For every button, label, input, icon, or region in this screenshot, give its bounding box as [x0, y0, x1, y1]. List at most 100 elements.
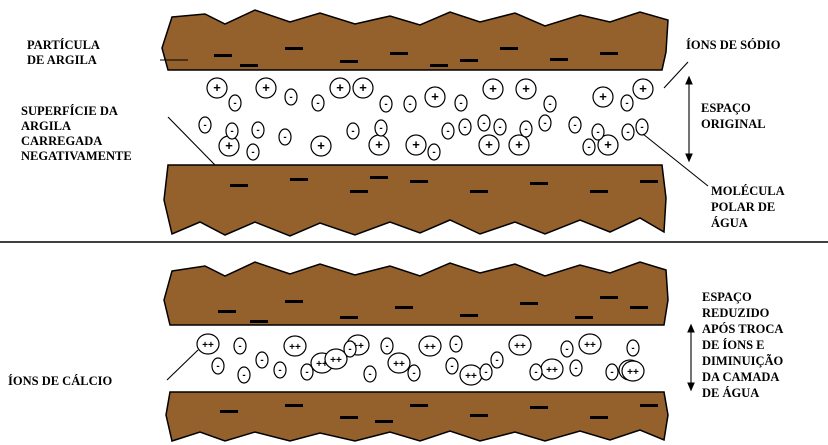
calcium-ion: ++ — [325, 349, 347, 369]
label-polar-water-molecule: MOLÉCULA POLAR DE ÁGUA — [711, 184, 787, 230]
surface-charge-mark — [220, 410, 238, 413]
water-molecule: - — [380, 96, 392, 112]
svg-text:-: - — [625, 98, 628, 109]
water-molecule: - — [450, 336, 462, 352]
water-molecule: - — [347, 123, 359, 139]
svg-text:+: + — [359, 80, 367, 95]
water-molecule: - — [408, 365, 420, 381]
surface-charge-mark — [350, 190, 368, 193]
calcium-ion: ++ — [509, 335, 531, 355]
svg-text:++: ++ — [393, 359, 405, 370]
water-molecule: - — [404, 96, 416, 112]
water-molecule: - — [446, 358, 458, 374]
svg-text:-: - — [574, 363, 577, 374]
calcium-ion: ++ — [284, 336, 306, 356]
svg-text:+: + — [336, 80, 344, 95]
label-reduced-space: ESPAÇO REDUZIDO APÓS TROCA DE ÍONS E DIM… — [702, 290, 786, 400]
svg-text:+: + — [599, 89, 607, 104]
sodium-ion: + — [207, 78, 227, 98]
clay-plate-bottom-upper — [164, 262, 668, 325]
svg-text:-: - — [368, 369, 371, 380]
surface-charge-mark — [390, 52, 408, 55]
surface-charge-mark — [375, 420, 393, 423]
water-molecule: - — [478, 115, 490, 131]
surface-charge-mark — [630, 306, 648, 309]
surface-charge-mark — [460, 59, 478, 62]
water-molecule: - — [583, 139, 595, 155]
water-molecule: - — [274, 362, 286, 378]
water-molecule: - — [491, 352, 503, 368]
svg-text:-: - — [631, 343, 634, 354]
svg-text:-: - — [316, 98, 319, 109]
surface-charge-mark — [290, 178, 308, 181]
svg-text:-: - — [432, 147, 435, 158]
svg-text:-: - — [495, 355, 498, 366]
water-molecule: - — [520, 121, 532, 137]
water-molecule: - — [279, 129, 291, 145]
surface-charge-mark — [470, 190, 488, 193]
svg-text:-: - — [305, 367, 308, 378]
label-original-space: ESPAÇO ORIGINAL — [701, 101, 766, 131]
surface-charge-mark — [500, 47, 518, 50]
water-molecule: - — [530, 364, 542, 380]
sodium-ion: + — [479, 135, 499, 155]
surface-charge-mark — [395, 306, 413, 309]
water-molecule: - — [627, 340, 639, 356]
calcium-ion: ++ — [622, 361, 644, 381]
svg-text:++: ++ — [546, 365, 558, 376]
surface-charge-mark — [470, 414, 488, 417]
surface-charge-mark — [370, 176, 388, 179]
svg-text:+: + — [213, 80, 221, 95]
surface-charge-mark — [640, 180, 658, 183]
calcium-ion: ++ — [460, 365, 482, 385]
surface-charge-mark — [600, 296, 618, 299]
sodium-ion: + — [406, 135, 426, 155]
surface-charge-mark — [240, 64, 258, 67]
calcium-ion: ++ — [579, 334, 601, 354]
svg-text:+: + — [604, 137, 612, 152]
surface-charge-mark — [430, 64, 448, 67]
svg-text:-: - — [498, 122, 501, 133]
water-molecule: - — [301, 364, 313, 380]
water-molecule: - — [256, 352, 268, 368]
surface-charge-mark — [285, 300, 303, 303]
water-molecule: - — [285, 89, 297, 105]
svg-text:-: - — [450, 361, 453, 372]
svg-text:-: - — [565, 344, 568, 355]
surface-charge-mark — [340, 416, 358, 419]
svg-text:+: + — [262, 80, 270, 95]
svg-text:++: ++ — [330, 355, 342, 366]
svg-text:-: - — [548, 99, 551, 110]
svg-text:-: - — [251, 147, 254, 158]
label-clay-particle: PARTÍCULA DE ARGILA — [27, 38, 102, 67]
svg-text:+: + — [225, 138, 233, 153]
water-molecule: - — [494, 119, 506, 135]
svg-text:-: - — [524, 124, 527, 135]
svg-text:+: + — [489, 81, 497, 96]
svg-text:-: - — [484, 367, 487, 378]
sodium-ion: + — [369, 135, 389, 155]
water-molecule: - — [252, 122, 264, 138]
svg-text:-: - — [587, 142, 590, 153]
water-molecule: - — [364, 366, 376, 382]
clay-plate-top-lower — [164, 165, 666, 236]
svg-text:-: - — [610, 367, 613, 378]
sodium-ion: + — [633, 79, 653, 99]
water-molecule: - — [212, 358, 224, 374]
water-molecule: - — [428, 144, 440, 160]
svg-text:-: - — [463, 122, 466, 133]
surface-charge-mark — [590, 416, 608, 419]
svg-text:-: - — [233, 98, 236, 109]
svg-text:++: ++ — [424, 342, 436, 353]
svg-text:-: - — [351, 126, 354, 137]
svg-text:-: - — [379, 123, 382, 134]
water-molecule: - — [234, 338, 246, 354]
surface-charge-mark — [640, 404, 658, 407]
svg-text:-: - — [459, 98, 462, 109]
svg-text:-: - — [203, 120, 206, 131]
surface-charge-mark — [340, 316, 358, 319]
water-molecule: - — [381, 338, 393, 354]
sodium-ion: + — [483, 79, 503, 99]
surface-charge-mark — [340, 60, 358, 63]
